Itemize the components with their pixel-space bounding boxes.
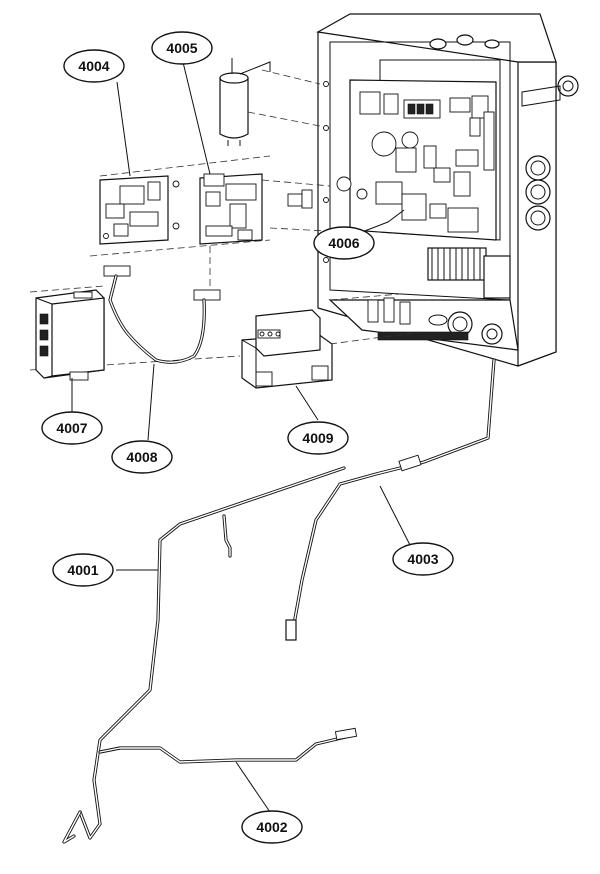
sensor-wire-4003	[285, 358, 496, 641]
svg-text:4002: 4002	[256, 819, 287, 835]
callout-4006: 4006	[313, 226, 375, 260]
svg-text:4006: 4006	[328, 235, 359, 251]
sensor-wire-4001	[62, 466, 346, 844]
svg-text:4004: 4004	[78, 58, 109, 74]
callout-4007: 4007	[41, 411, 103, 445]
ribbon-cable-4008	[103, 265, 221, 364]
svg-text:4005: 4005	[166, 40, 197, 56]
pcb-4004	[99, 175, 180, 245]
svg-text:4007: 4007	[56, 420, 87, 436]
sensor-wire-4002	[98, 727, 358, 764]
capacitor	[219, 58, 271, 146]
main-control-board	[336, 79, 497, 241]
connector-plug	[287, 189, 313, 209]
transformer-4009	[241, 309, 333, 389]
svg-text:4009: 4009	[302, 430, 333, 446]
callout-4009: 4009	[287, 421, 349, 455]
callout-4004: 4004	[63, 49, 125, 83]
svg-text:4003: 4003	[407, 551, 438, 567]
svg-text:4001: 4001	[67, 562, 98, 578]
callout-4008: 4008	[111, 440, 173, 474]
callout-4005: 4005	[151, 31, 213, 65]
callout-4002: 4002	[241, 810, 303, 844]
leader-lines	[71, 57, 411, 813]
svg-text:4008: 4008	[126, 449, 157, 465]
module-4007	[35, 289, 105, 381]
pcb-4005	[199, 173, 263, 245]
callout-4003: 4003	[392, 542, 454, 576]
callout-4001: 4001	[52, 553, 114, 587]
